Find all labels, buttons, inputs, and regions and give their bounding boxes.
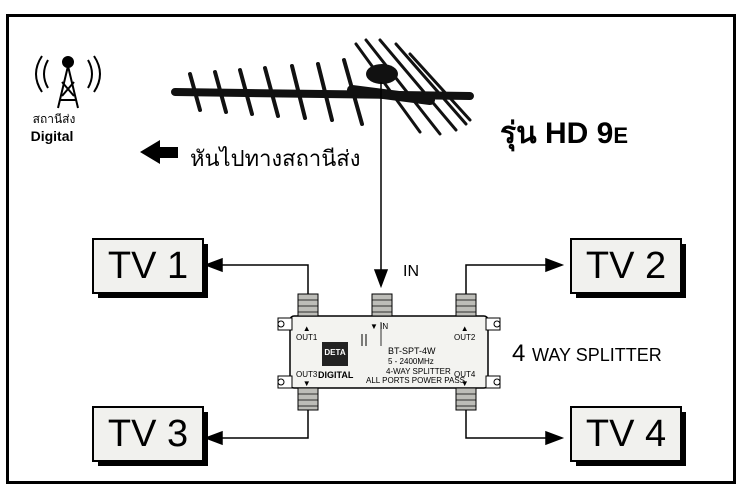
yagi-antenna-icon	[171, 38, 474, 136]
splitter-port-out1: ▲OUT1	[296, 324, 318, 342]
input-label: IN	[403, 263, 419, 280]
splitter-title: 4 WAY SPLITTER	[512, 340, 662, 368]
station-label: สถานีส่ง	[32, 112, 76, 126]
splitter-freq: 5 - 2400MHz	[388, 357, 434, 366]
splitter-brand-sub: DIGITAL	[318, 370, 354, 380]
splitter-port-in: ▼ IN	[370, 322, 389, 331]
splitter-desc: 4-WAY SPLITTER	[386, 367, 451, 376]
splitter-brand: DETA	[324, 348, 346, 357]
top-strip	[0, 0, 748, 12]
splitter-model-code: BT-SPT-4W	[388, 346, 436, 356]
tv-4-box: TV 4	[570, 406, 686, 466]
station-digital-label: Digital	[30, 128, 74, 144]
connectors	[297, 293, 477, 411]
direction-text: หันไปทางสถานีส่ง	[190, 146, 361, 171]
tv-2-box: TV 2	[570, 238, 686, 298]
model-prefix: รุ่น HD 9	[500, 117, 614, 150]
splitter-port-out4: OUT4▼	[454, 370, 476, 388]
splitter-device	[277, 315, 501, 389]
output-cables	[203, 257, 565, 446]
splitter-power: ALL PORTS POWER PASS	[366, 376, 465, 385]
splitter-port-out2: ▲OUT2	[454, 324, 476, 342]
model-suffix: E	[613, 123, 628, 148]
tv-1-box: TV 1	[92, 238, 208, 298]
transmitter-tower-icon	[35, 55, 101, 109]
model-label: รุ่น HD 9E	[500, 110, 628, 157]
tv-3-box: TV 3	[92, 406, 208, 466]
splitter-title-number: 4	[512, 340, 526, 367]
feed-cable	[373, 82, 389, 289]
splitter-port-out3: OUT3▼	[296, 370, 318, 388]
splitter-title-text: WAY SPLITTER	[532, 345, 662, 365]
antenna-hub	[366, 64, 398, 84]
left-arrow-icon	[140, 140, 178, 164]
